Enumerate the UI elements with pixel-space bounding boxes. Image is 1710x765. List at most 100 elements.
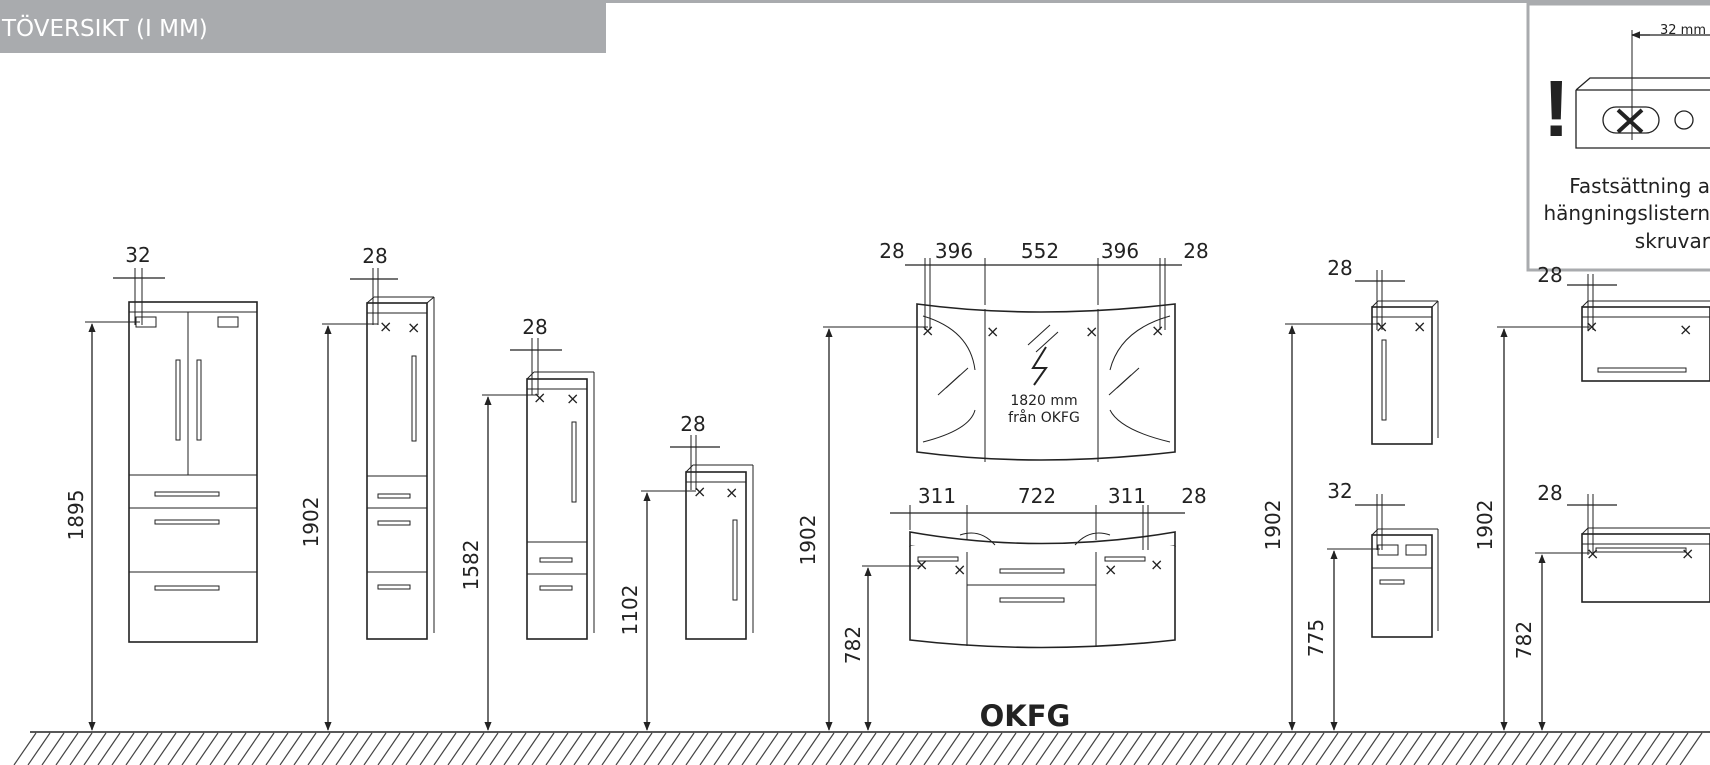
floor-hatch-line (1119, 732, 1143, 765)
floor-hatch-line (461, 732, 485, 765)
note-top-label: 32 mm (1660, 23, 1706, 38)
header-bar: TÖVERSIKT (I MM) (0, 0, 606, 53)
dim-mirror-left: 28 (879, 239, 904, 263)
floor-hatch-line (755, 732, 779, 765)
floor-hatch-line (265, 732, 289, 765)
floor-hatch-line (951, 732, 975, 765)
floor-hatch-line (1399, 732, 1423, 765)
tall-cabinet-single-door: × × (366, 296, 435, 640)
mount-mark: × (533, 388, 546, 407)
dim-mirror-height: 1902 (796, 515, 820, 566)
floor-hatch-line (1525, 732, 1549, 765)
mount-mark: × (915, 555, 928, 574)
floor-hatch-line (13, 732, 37, 765)
floor-hatch-line (895, 732, 919, 765)
floor-hatch-line (1273, 732, 1297, 765)
warning-icon: ! (1543, 64, 1570, 153)
floor-hatch-line (1147, 732, 1171, 765)
floor-hatch-line (69, 732, 93, 765)
floor-hatch-line (153, 732, 177, 765)
floor-hatch-line (1679, 732, 1703, 765)
short-cabinet: × × (685, 464, 754, 640)
mount-mark: × (407, 318, 420, 337)
floor-hatch-line (97, 732, 121, 765)
floor-hatch-line (391, 732, 415, 765)
floor-hatch-line (307, 732, 331, 765)
dim-mirror-s1: 396 (935, 239, 973, 263)
floor-hatch-line (405, 732, 429, 765)
floor-hatch-line (475, 732, 499, 765)
okfg-floor-label: OKFG (980, 699, 1071, 733)
floor-hatch-line (503, 732, 527, 765)
floor-hatch-line (853, 732, 877, 765)
floor-hatch-line (1567, 732, 1591, 765)
floor-hatch-line (573, 732, 597, 765)
mount-mark: × (953, 560, 966, 579)
floor-hatch-line (1371, 732, 1395, 765)
mirror-note-line2: från OKFG (1008, 409, 1080, 426)
base-cabinet-2: × × (1581, 527, 1710, 603)
wall-cabinet-upper-2: × × (1581, 300, 1710, 382)
dim-wall1-width: 28 (1327, 256, 1352, 280)
floor-hatch-line (559, 732, 583, 765)
dim-wall1: 28 1902 (1261, 256, 1405, 731)
floor-hatch-line (41, 732, 65, 765)
page-title: TÖVERSIKT (I MM) (2, 16, 208, 42)
floor-hatch-line (741, 732, 765, 765)
mid-cabinet: × × (526, 371, 595, 640)
dim-mirror-widths: 28 396 552 396 28 1902 (796, 239, 1209, 731)
mount-mark: × (986, 322, 999, 341)
floor-hatch-line (923, 732, 947, 765)
floor-hatch-line (1511, 732, 1535, 765)
floor-hatch-line (811, 732, 835, 765)
mount-mark: × (1413, 317, 1426, 336)
floor-hatch-line (433, 732, 457, 765)
floor-hatch-line (1049, 732, 1073, 765)
floor-hatch-line (1077, 732, 1101, 765)
floor-hatch-line (335, 732, 359, 765)
floor-hatch-line (1301, 732, 1325, 765)
floor-hatch-line (1651, 732, 1675, 765)
floor-hatch-line (447, 732, 471, 765)
floor-hatch-line (713, 732, 737, 765)
mirror-cabinet: 1820 mm från OKFG × × × × (916, 303, 1176, 462)
floor-hatch-line (125, 732, 149, 765)
floor-hatch-line (1357, 732, 1381, 765)
dim-short1-width: 28 (680, 412, 705, 436)
dim-tall1: 32 1895 (64, 243, 165, 731)
floor-hatch-line (1175, 732, 1199, 765)
floor-hatch-line (1315, 732, 1339, 765)
floor-hatch-line (1483, 732, 1507, 765)
dim-tall1-width: 32 (125, 243, 150, 267)
floor-hatch-line (419, 732, 443, 765)
floor-hatch-line (881, 732, 905, 765)
floor-hatch-line (1105, 732, 1129, 765)
floor-hatch-line (1217, 732, 1241, 765)
floor-hatch-line (867, 732, 891, 765)
floor-hatch-line (615, 732, 639, 765)
floor-hatch-line (377, 732, 401, 765)
dim-mid1: 28 1582 (459, 315, 562, 731)
floor-hatch-line (1637, 732, 1661, 765)
dim-wall2-width: 28 (1537, 263, 1562, 287)
floor-hatch-line (139, 732, 163, 765)
floor-hatch-line (223, 732, 247, 765)
floor-hatch-line (1189, 732, 1213, 765)
floor-hatch-line (1413, 732, 1437, 765)
floor-hatch-line (993, 732, 1017, 765)
dim-wall2-height: 1902 (1473, 500, 1497, 551)
floor-hatch-line (1497, 732, 1521, 765)
dim-base2-width: 28 (1537, 481, 1562, 505)
dim-mid1-height: 1582 (459, 540, 483, 591)
floor-hatch-line (1021, 732, 1045, 765)
note-text-line3: skruvar (1635, 229, 1710, 253)
lightning-icon (1031, 346, 1048, 386)
floor-hatch-line (321, 732, 345, 765)
floor-hatch-line (1581, 732, 1605, 765)
floor-hatch-line (685, 732, 709, 765)
floor-hatch-line (825, 732, 849, 765)
floor-hatch-line (55, 732, 79, 765)
floor-hatch-line (517, 732, 541, 765)
floor-hatch-line (1343, 732, 1367, 765)
floor-hatch-line (657, 732, 681, 765)
